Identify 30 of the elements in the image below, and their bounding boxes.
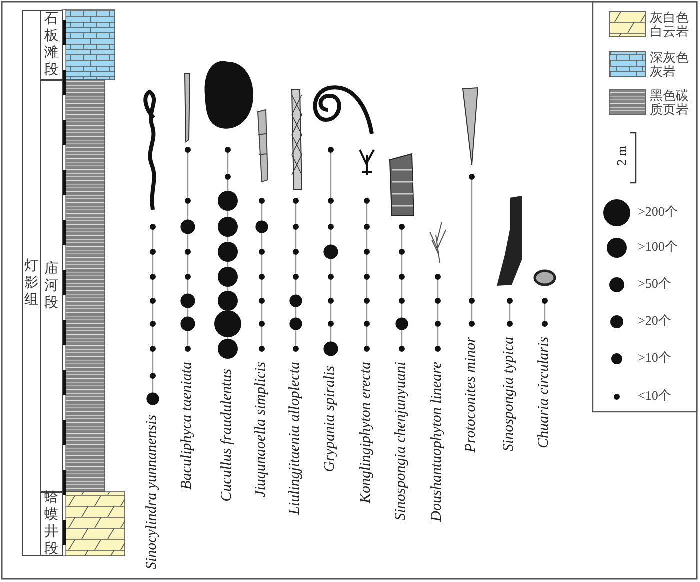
taxon-name: Sinocylindra yunnanensis [144,415,161,570]
taxon-name: Sinospongia typica [501,337,518,452]
legend-label: >100个 [638,240,678,254]
member-name: 庙河段 [44,260,58,312]
taxon-name: Konglingiphyton erecta [358,362,375,504]
formation-name: 灯影组 [24,258,38,308]
taxon-name: Liulingjitaenia alloplecta [287,362,304,515]
taxon-name: Jiuqunaoella simplicis [253,362,270,498]
taxon-name: Grypania spiralis [322,366,339,473]
member-name: 石板滩段 [44,11,58,79]
taxon-name: Chuaria circularis [536,337,553,449]
legend-label: >20个 [638,314,672,328]
taxon-name: Baculiphyca taeniata [179,362,196,490]
formation-cell [22,10,41,556]
taxon-name: Cucullus fraudulentus [219,369,236,502]
member-cell [40,10,63,80]
taxon-name: Doushantuophyton lineare [429,362,446,522]
member-cell [40,492,63,556]
taxon-name: Protoconites minor [463,337,480,453]
taxon-name: Sinospongia chenjunyuani [393,362,410,521]
member-name: 蛤蟆井段 [44,490,58,558]
legend-label: >200个 [638,205,678,219]
legend-label: 深灰色灰岩 [650,51,690,78]
scale-label: 2 m [614,146,630,166]
member-cell [40,80,63,492]
legend-label: <10个 [638,389,672,403]
legend-label: 灰白色白云岩 [650,11,690,38]
legend-label: 黑色碳质页岩 [650,89,690,116]
legend-label: >10个 [638,351,672,365]
legend-label: >50个 [638,277,672,291]
